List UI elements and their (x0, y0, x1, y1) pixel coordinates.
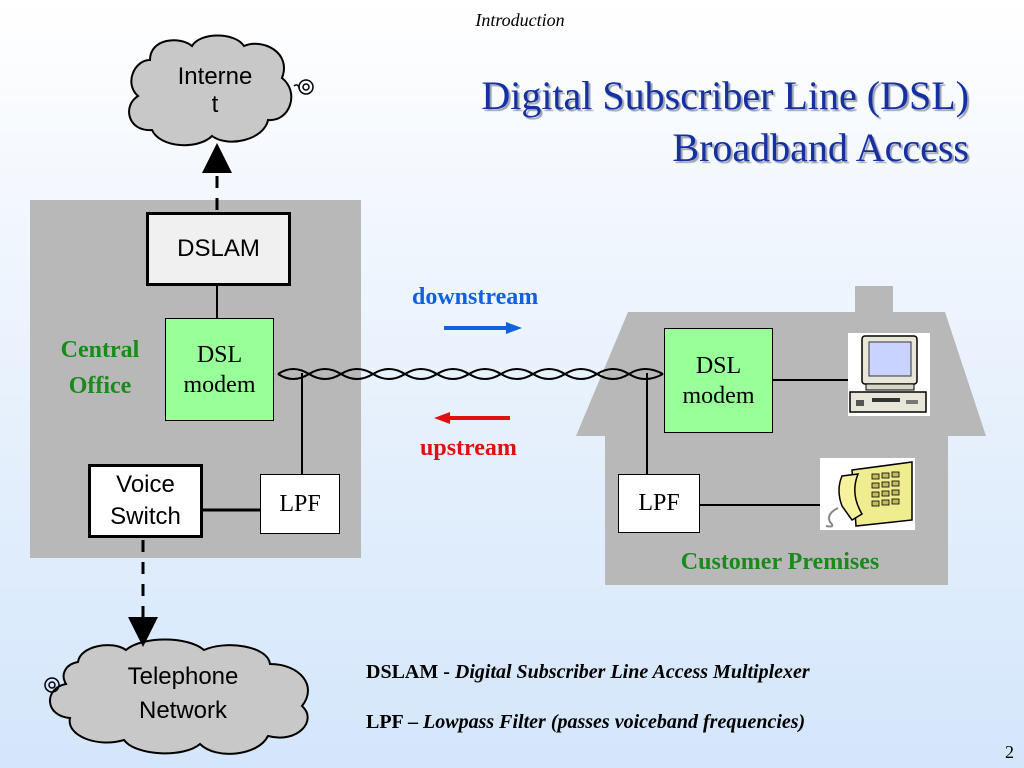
legend-dslam-definition: Digital Subscriber Line Access Multiplex… (454, 661, 810, 683)
page-number: 2 (1005, 742, 1014, 762)
internet-cloud-label: Interne t (160, 60, 270, 122)
voice-switch-line1: Voice (116, 471, 175, 498)
telephone-cloud-label: Telephone Network (98, 660, 268, 728)
telephone-cloud-connector (44, 677, 60, 693)
cp-lpf-box: LPF (618, 474, 700, 533)
internet-label-line2: t (211, 91, 219, 118)
internet-cloud-connector (298, 79, 314, 95)
dslam-box: DSLAM (146, 212, 291, 286)
downstream-arrow (444, 322, 522, 334)
customer-premises-label: Customer Premises (680, 549, 880, 575)
cp-modem-line2: modem (682, 382, 755, 409)
title-line-2: Broadband Access (672, 125, 969, 170)
cp-lpf-label: LPF (638, 490, 680, 516)
central-office-label: Central Office (42, 332, 158, 404)
legend-lpf-definition: Lowpass Filter (passes voiceband frequen… (423, 711, 806, 733)
legend-dslam: DSLAM - Digital Subscriber Line Access M… (366, 661, 810, 684)
legend-dslam-term: DSLAM - (366, 661, 450, 683)
section-header: Introduction (475, 10, 565, 30)
dslam-label: DSLAM (177, 235, 260, 262)
downstream-label: downstream (412, 284, 539, 310)
telephone-cloud (49, 638, 309, 755)
co-dsl-modem-box: DSL modem (165, 318, 274, 421)
twisted-pair-line (277, 368, 664, 380)
slide-title: Digital Subscriber Line (DSL) Broadband … (481, 70, 969, 174)
legend-lpf: LPF – Lowpass Filter (passes voiceband f… (366, 711, 805, 734)
upstream-arrow (434, 412, 510, 424)
voice-switch-box: Voice Switch (88, 464, 203, 538)
internet-cloud (128, 34, 293, 147)
customer-house (576, 286, 986, 585)
computer-icon (848, 333, 930, 416)
telephone-label-line1: Telephone (127, 663, 239, 690)
central-office-line1: Central (60, 337, 140, 363)
internet-label-line1: Interne (177, 63, 253, 90)
central-office-line2: Office (68, 373, 132, 399)
cp-dsl-modem-box: DSL modem (664, 328, 773, 433)
cp-modem-line1: DSL (695, 352, 742, 379)
co-modem-line1: DSL (196, 341, 243, 368)
co-modem-line2: modem (183, 371, 256, 398)
title-line-1: Digital Subscriber Line (DSL) (481, 73, 969, 118)
co-lpf-box: LPF (260, 474, 340, 534)
telephone-label-line2: Network (138, 697, 228, 724)
upstream-label: upstream (420, 435, 517, 461)
legend-lpf-term: LPF – (366, 711, 419, 733)
telephone-icon (820, 458, 915, 530)
co-lpf-label: LPF (279, 490, 321, 517)
voice-switch-line2: Switch (110, 503, 181, 530)
